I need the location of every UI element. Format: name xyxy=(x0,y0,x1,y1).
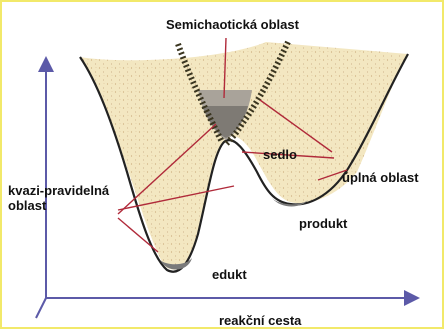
product-label: produkt xyxy=(299,216,347,231)
saddle-label: sedlo xyxy=(263,147,297,162)
full-region-label: úplná oblast xyxy=(342,170,419,185)
educt-label: edukt xyxy=(212,267,247,282)
quasi-regular-label: kvazi-pravidelná oblast xyxy=(8,183,109,213)
semichaotic-label: Semichaotická oblast xyxy=(166,17,299,32)
reaction-path-label: reakční cesta xyxy=(219,313,301,328)
energy-surface xyxy=(80,42,408,270)
